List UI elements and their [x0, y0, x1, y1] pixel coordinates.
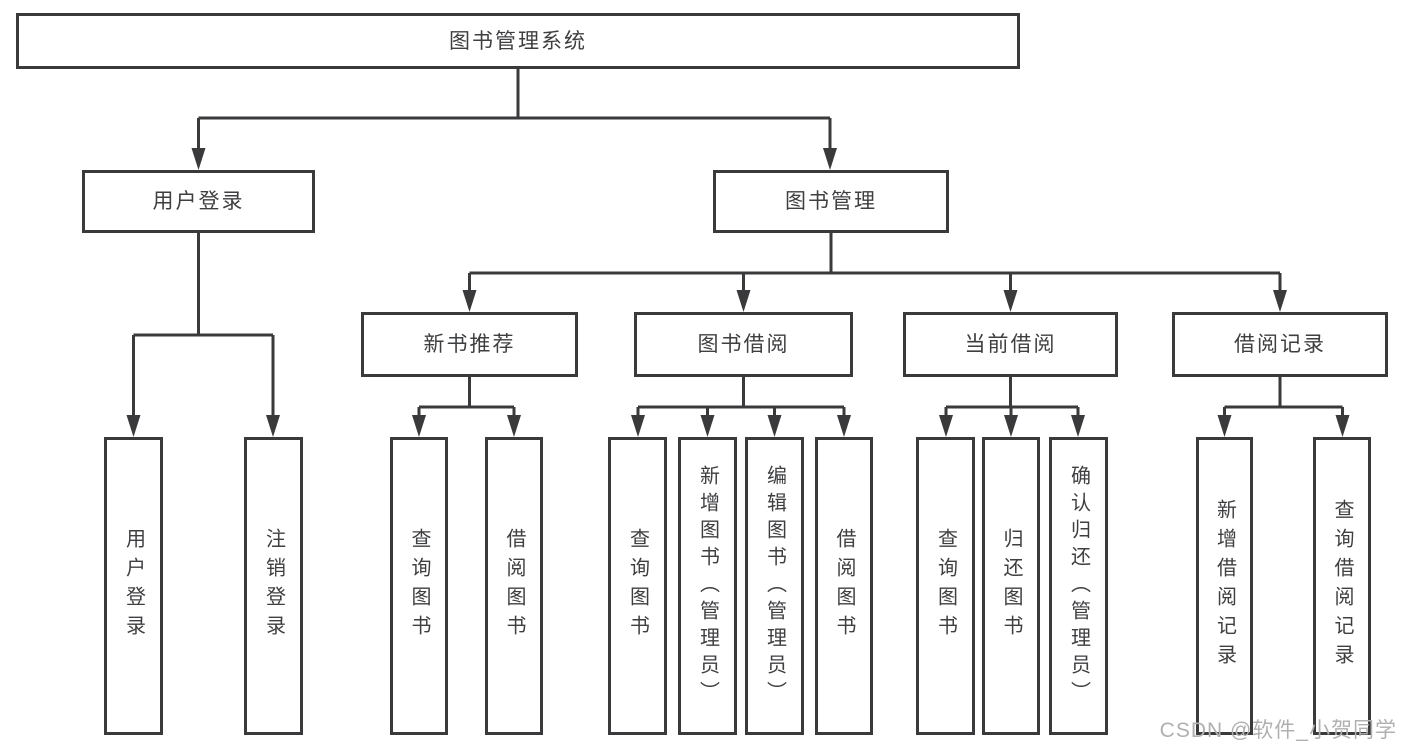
- arrow-down-icon: [1071, 415, 1085, 437]
- leaf-logout-login: 注销登录: [244, 437, 303, 735]
- tree-connectors: [132, 69, 1344, 419]
- arrow-down-icon: [1335, 415, 1350, 437]
- csdn-watermark: CSDN @软件_小贺同学: [1159, 719, 1397, 742]
- arrow-down-icon: [631, 415, 645, 437]
- arrow-down-icon: [1273, 290, 1287, 312]
- arrow-down-icon: [191, 148, 206, 170]
- node-book-management: 图书管理: [713, 170, 949, 233]
- leaf-query-book-current: 查询图书: [916, 437, 975, 735]
- arrow-down-icon: [462, 290, 477, 312]
- leaf-user-login: 用户登录: [104, 437, 163, 735]
- leaf-add-borrow-record: 新增借阅记录: [1196, 437, 1253, 735]
- node-book-borrow: 图书借阅: [634, 312, 853, 377]
- arrowhead-icons: [126, 148, 1350, 437]
- arrow-down-icon: [1003, 290, 1018, 312]
- arrow-down-icon: [823, 148, 837, 170]
- node-new-book-recommend: 新书推荐: [361, 312, 578, 377]
- leaf-borrow-book-recommend: 借阅图书: [485, 437, 543, 735]
- arrow-down-icon: [266, 415, 280, 437]
- node-root: 图书管理系统: [16, 13, 1020, 69]
- leaf-query-book-borrow: 查询图书: [608, 437, 667, 735]
- arrow-down-icon: [837, 415, 851, 437]
- arrow-down-icon: [412, 415, 426, 437]
- arrow-down-icon: [700, 415, 715, 437]
- arrow-down-icon: [939, 415, 953, 437]
- leaf-add-book-admin: 新增图书（管理员）: [678, 437, 737, 735]
- arrow-down-icon: [736, 290, 751, 312]
- leaf-borrow-book: 借阅图书: [815, 437, 873, 735]
- node-borrow-record: 借阅记录: [1172, 312, 1388, 377]
- arrow-down-icon: [126, 415, 141, 437]
- leaf-confirm-return-admin: 确认归还（管理员）: [1049, 437, 1108, 735]
- node-user-login: 用户登录: [82, 170, 315, 233]
- leaf-edit-book-admin: 编辑图书（管理员）: [745, 437, 804, 735]
- arrow-down-icon: [1004, 415, 1018, 437]
- leaf-query-book-recommend: 查询图书: [390, 437, 448, 735]
- leaf-query-borrow-record: 查询借阅记录: [1313, 437, 1371, 735]
- node-current-borrow: 当前借阅: [903, 312, 1118, 377]
- arrow-down-icon: [507, 415, 521, 437]
- arrow-down-icon: [1217, 415, 1232, 437]
- arrow-down-icon: [767, 415, 782, 437]
- leaf-return-book: 归还图书: [982, 437, 1040, 735]
